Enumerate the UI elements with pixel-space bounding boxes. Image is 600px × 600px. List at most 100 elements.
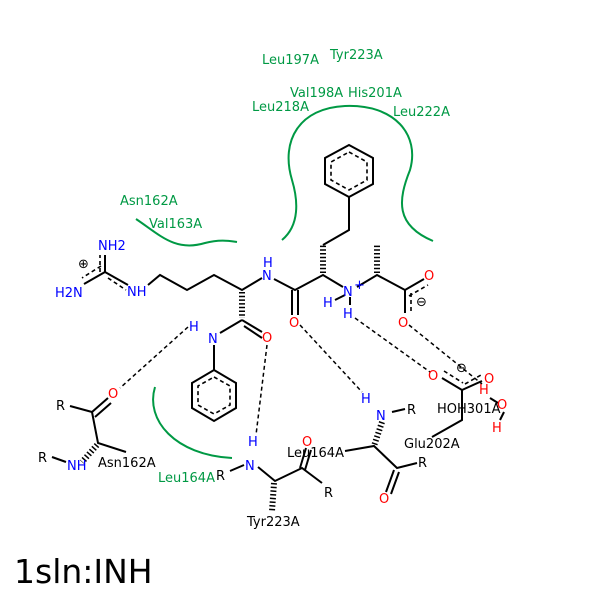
atom-label: H bbox=[492, 421, 502, 436]
atom-label: N bbox=[245, 459, 255, 474]
bond-line bbox=[257, 466, 323, 484]
hbond-water bbox=[408, 324, 483, 385]
label-tyr223: Tyr223A bbox=[246, 515, 300, 530]
bond-line bbox=[304, 449, 312, 471]
hbond-glu202-nh bbox=[354, 317, 431, 373]
residue-bonds bbox=[51, 370, 505, 512]
diagram-title: 1sln:INH bbox=[14, 552, 153, 591]
bond-line bbox=[391, 408, 406, 413]
atom-label: Val163A bbox=[149, 217, 202, 232]
atom-label: O bbox=[424, 269, 434, 284]
bond-line bbox=[356, 273, 425, 292]
bond-line bbox=[107, 277, 127, 291]
bond-line bbox=[91, 411, 127, 453]
atom-label: R bbox=[216, 469, 225, 484]
atom-label: Leu197A bbox=[262, 53, 319, 68]
positive-charge: ⊕ bbox=[78, 257, 89, 272]
bond-line bbox=[408, 284, 429, 297]
bond-line bbox=[104, 271, 129, 286]
ligand-atoms: NH2 H2N NH ⊕ H N O H N O N + H H O O ⊖ bbox=[55, 239, 434, 347]
label-leu164: Leu164A bbox=[287, 446, 344, 461]
atom-label: H bbox=[361, 392, 371, 407]
atom-label: O bbox=[289, 316, 299, 331]
bond-line bbox=[330, 151, 368, 191]
atom-label: N bbox=[262, 269, 272, 284]
hydrophobic-arc-top bbox=[281, 104, 434, 242]
atom-label: O bbox=[398, 316, 408, 331]
atom-label: Asn162A bbox=[120, 194, 178, 209]
atom-label: NH bbox=[127, 285, 147, 300]
bond-line bbox=[299, 447, 307, 469]
atom-label: N bbox=[376, 409, 386, 424]
bond-line bbox=[51, 456, 67, 463]
bond-line bbox=[269, 482, 277, 512]
residue-labels: Asn162A Leu164A Tyr223A Glu202A HOH301A bbox=[98, 402, 501, 530]
atom-label: H bbox=[248, 435, 258, 450]
bond-line bbox=[464, 374, 482, 385]
bond-line bbox=[431, 390, 463, 438]
bond-line bbox=[273, 273, 344, 292]
atom-label: Leu164A bbox=[158, 471, 215, 486]
bond-line bbox=[390, 471, 400, 495]
hydrophobic-arc-left bbox=[135, 218, 238, 247]
label-asn162: Asn162A bbox=[98, 456, 156, 471]
bond-line bbox=[443, 370, 464, 384]
bond-line bbox=[197, 376, 231, 415]
hydrophobic-arc-bottom bbox=[152, 386, 233, 459]
bond-line bbox=[243, 325, 263, 339]
atom-label: NH2 bbox=[98, 239, 126, 254]
bond-line bbox=[489, 397, 499, 404]
residue-atoms: R O R NH H N R O R H N R R O O O ⊖ H O H bbox=[38, 361, 507, 507]
bond-line bbox=[81, 265, 102, 279]
label-glu202: Glu202A bbox=[404, 437, 460, 452]
hbond-tyr223 bbox=[255, 344, 268, 436]
atom-label: NH bbox=[67, 459, 87, 474]
atom-label: N bbox=[208, 332, 218, 347]
bond-line bbox=[385, 469, 395, 493]
atom-label: R bbox=[324, 486, 333, 501]
atom-label: + bbox=[354, 278, 365, 293]
bond-line bbox=[344, 444, 418, 470]
atom-label: H bbox=[263, 256, 273, 271]
atom-label: Val198A bbox=[290, 86, 343, 101]
bond-line bbox=[83, 271, 106, 285]
bond-line bbox=[94, 402, 112, 418]
bond-line bbox=[229, 464, 245, 472]
hydrophobic-labels: Leu197A Tyr223A Val198A His201A Leu218A … bbox=[120, 48, 450, 486]
atom-label: H bbox=[479, 383, 489, 398]
atom-label: H bbox=[189, 320, 199, 335]
hbond-leu164 bbox=[299, 324, 363, 393]
atom-label: N bbox=[343, 285, 353, 300]
hydrophobic-arcs bbox=[135, 104, 434, 459]
atom-label: Leu218A bbox=[252, 100, 309, 115]
atom-label: ⊖ bbox=[456, 361, 467, 376]
atom-label: O bbox=[428, 369, 438, 384]
atom-label: R bbox=[38, 451, 47, 466]
bond-line bbox=[322, 197, 350, 246]
atom-label: R bbox=[418, 456, 427, 471]
atom-label: H bbox=[323, 296, 333, 311]
negative-charge: ⊖ bbox=[416, 295, 427, 310]
bond-line bbox=[219, 319, 243, 334]
bond-line bbox=[191, 368, 237, 423]
atom-label: R bbox=[56, 399, 65, 414]
bond-line bbox=[147, 273, 263, 292]
atom-label: O bbox=[497, 398, 507, 413]
atom-label: O bbox=[379, 492, 389, 507]
atom-label: H2N bbox=[55, 286, 83, 301]
bond-line bbox=[499, 411, 505, 421]
atom-label: His201A bbox=[348, 86, 402, 101]
atom-label: Tyr223A bbox=[329, 48, 383, 63]
hydrogen-bonds bbox=[119, 317, 483, 436]
atom-label: R bbox=[407, 403, 416, 418]
atom-label: O bbox=[302, 435, 312, 450]
atom-label: O bbox=[262, 331, 272, 346]
atom-label: O bbox=[108, 387, 118, 402]
ligand-bonds bbox=[81, 143, 429, 423]
atom-label: H bbox=[343, 307, 353, 322]
bond-line bbox=[334, 294, 346, 301]
bond-line bbox=[324, 143, 374, 199]
hbond-asn162 bbox=[119, 326, 189, 389]
